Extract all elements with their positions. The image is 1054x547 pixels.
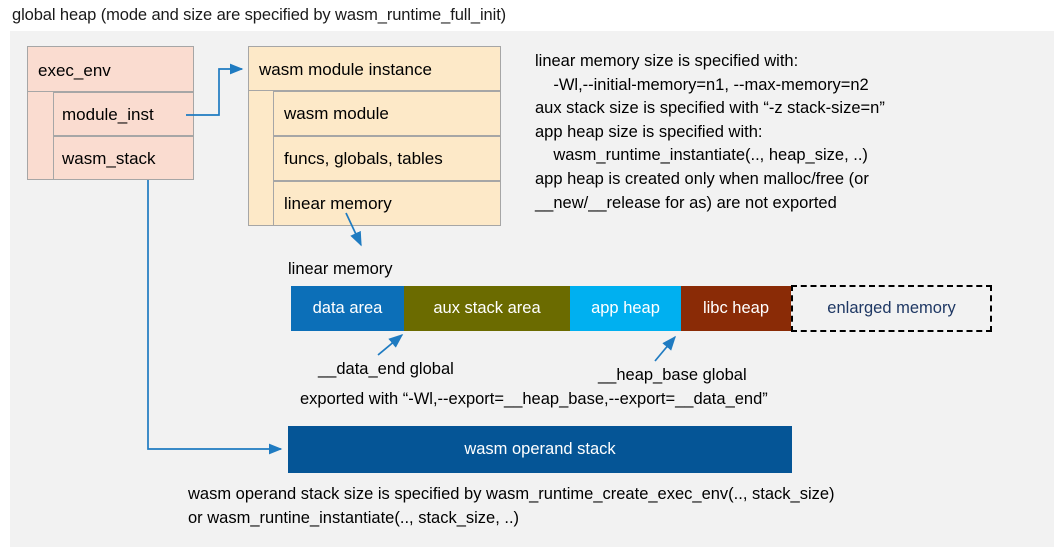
- exec-env-header-row: [27, 46, 194, 92]
- module-instance-field-funcs-globals-tables: [273, 136, 501, 181]
- memory-segment-enlarged-memory: enlarged memory: [791, 285, 992, 332]
- exec-env-field-wasm-stack: [53, 136, 194, 180]
- wasm-operand-stack-bar: wasm operand stack: [288, 426, 792, 473]
- memory-spec-note-line-0: linear memory size is specified with:: [535, 52, 799, 70]
- memory-spec-note-line-6: __new/__release for as) are not exported: [535, 193, 837, 212]
- annotation-data-end-global: __data_end global: [318, 360, 454, 378]
- memory-spec-note-line-1: -Wl,--initial-memory=n1, --max-memory=n2: [535, 75, 869, 94]
- memory-segment-app-heap: app heap: [570, 286, 681, 331]
- memory-segment-libc-heap: libc heap: [681, 286, 791, 331]
- memory-spec-note-line-3: app heap size is specified with:: [535, 122, 763, 141]
- memory-segment-data-area: data area: [291, 286, 404, 331]
- linear-memory-caption: linear memory: [288, 260, 393, 278]
- memory-spec-note-line-5: app heap is created only when malloc/fre…: [535, 170, 869, 188]
- module-instance-field-wasm-module: [273, 91, 501, 136]
- exec-env-field-wasm-stack-label: wasm_stack: [62, 149, 156, 168]
- annotation-exported-with: exported with “-Wl,--export=__heap_base,…: [300, 390, 768, 408]
- exec-env-field-module-inst-label: module_inst: [62, 105, 154, 124]
- module-instance-field-funcs-globals-tables-label: funcs, globals, tables: [284, 149, 443, 168]
- memory-spec-note-line-2: aux stack size is specified with “-z sta…: [535, 99, 885, 118]
- memory-segment-aux-stack-area: aux stack area: [404, 286, 570, 331]
- memory-spec-note-line-4: wasm_runtime_instantiate(.., heap_size, …: [535, 146, 868, 165]
- exec-env-header-label: exec_env: [38, 61, 111, 80]
- module-instance-field-linear-memory: [273, 181, 501, 226]
- module-instance-field-linear-memory-label: linear memory: [284, 194, 392, 213]
- module-instance-header-row: [248, 46, 501, 91]
- operand-stack-note-line-1: or wasm_runtine_instantiate(.., stack_si…: [188, 508, 520, 527]
- page-title: global heap (mode and size are specified…: [12, 6, 507, 24]
- exec-env-field-module-inst: [53, 92, 194, 136]
- annotation-heap-base-global: __heap_base global: [598, 366, 747, 384]
- operand-stack-note-line-0: wasm operand stack size is specified by …: [188, 485, 835, 503]
- module-instance-field-wasm-module-label: wasm module: [284, 104, 389, 123]
- module-instance-header-label: wasm module instance: [259, 60, 432, 79]
